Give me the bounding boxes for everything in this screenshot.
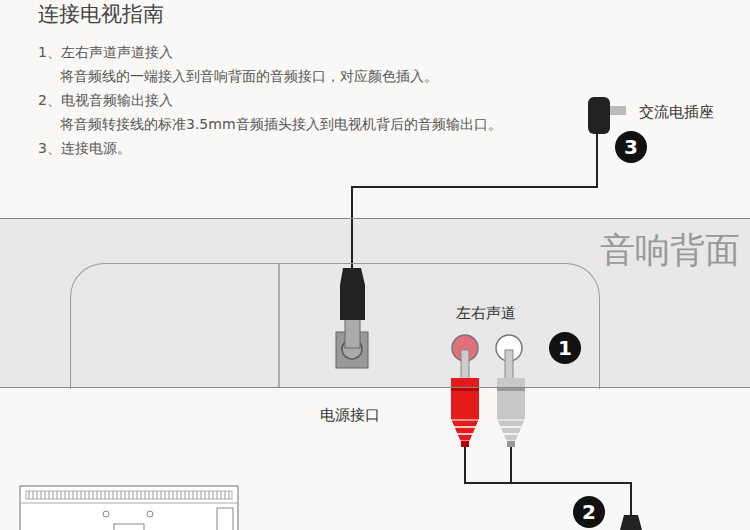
band-fill	[0, 218, 750, 388]
audio-cable	[510, 447, 512, 483]
divider	[278, 263, 280, 388]
instruction-step: 1、左右声道声道接入	[38, 44, 173, 62]
callout-number: 3	[615, 131, 647, 163]
callout-digit: 3	[624, 137, 638, 157]
jack-plug	[620, 515, 642, 530]
rca-jacks	[452, 335, 522, 380]
callout-digit: 2	[582, 502, 596, 522]
outlet-label: 交流电插座	[639, 103, 714, 122]
red-plug	[451, 378, 479, 447]
rear-panel-band: 音响背面左右声道 1	[0, 218, 750, 388]
connector-panel: 左右声道 1	[70, 263, 600, 389]
callout-number: 1	[549, 332, 581, 364]
callout-number: 2	[573, 496, 605, 528]
callout-digit: 1	[558, 338, 572, 358]
instruction-text: 将音频线的一端接入到音响背面的音频接口，对应颜色插入。	[60, 68, 438, 86]
port-label: 电源接口	[320, 406, 380, 425]
title: 连接电视指南	[38, 0, 164, 28]
tv-back	[20, 486, 238, 530]
instruction-step: 2、电视音频输出接入	[38, 92, 173, 110]
audio-cable	[465, 447, 631, 517]
power-port	[336, 268, 368, 368]
instruction-text: 将音频转接线的标准3.5mm音频插头接入到电视机背后的音频输出口。	[60, 116, 502, 134]
instruction-step: 3、连接电源。	[38, 140, 131, 158]
white-plug	[497, 378, 525, 447]
channel-label: 左右声道	[456, 304, 516, 323]
band-title: 音响背面	[600, 227, 740, 274]
